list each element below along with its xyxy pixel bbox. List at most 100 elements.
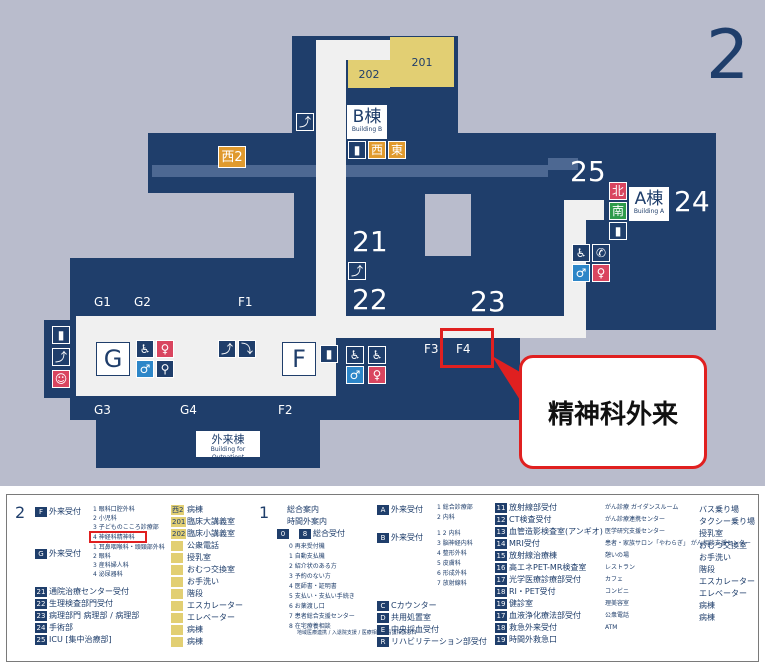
- escalator-west-icon: ⤴: [52, 348, 70, 366]
- mens-restroom-icon: ♂: [572, 264, 590, 282]
- building-a-label: A棟 Building A: [628, 186, 670, 222]
- ward-west-sign: 西: [368, 141, 386, 159]
- legend-col3-sub-text-0: 0 再来受付機: [289, 543, 325, 550]
- legend-25-badge: 25: [35, 635, 47, 645]
- legend-floor-1: 1: [259, 503, 270, 522]
- legend-col4-c_items-text-2: 中央採血受付: [391, 625, 439, 634]
- ward-east-sign: 東: [388, 141, 406, 159]
- outpatient-building-label: 外来棟 Building for Outpatient: [195, 430, 261, 461]
- legend-range-end: 8: [299, 529, 311, 539]
- legend-col2-badge-6: [171, 577, 183, 587]
- legend-col2-badge-9: [171, 613, 183, 623]
- legend-col3-sub-text-5: 5 支払い・支払い手続き: [289, 593, 355, 600]
- legend-a-item-1: 1 総合診療部: [437, 504, 473, 511]
- legend-col5-text-3: MRI受付: [509, 539, 540, 548]
- legend-g-item-3: 3 産科婦人科: [93, 562, 129, 569]
- g4-label: G4: [180, 403, 197, 417]
- legend-col5-text-5: 高エネPET-MR検査室: [509, 563, 587, 572]
- area-24-label: 24: [674, 185, 710, 218]
- elevator-a-icon: ▮: [609, 222, 627, 240]
- area-22-label: 22: [352, 283, 388, 316]
- legend-col6-text-9: 公衆電話: [605, 612, 630, 619]
- legend-col2-text-6: お手洗い: [187, 577, 219, 586]
- legend-col4-c_items-text-1: 共用処置室: [391, 613, 431, 622]
- legend-col3-sub-text-2: 2 紹介状のある方: [289, 563, 337, 570]
- legend-col7-text-6: エスカレーター: [699, 577, 755, 586]
- escalator-icon: ⤴: [296, 113, 314, 131]
- legend-23-badge: 23: [35, 611, 47, 621]
- legend-floor-2: 2: [15, 503, 26, 522]
- area-21-label: 21: [352, 225, 388, 258]
- legend-24-badge: 24: [35, 623, 47, 633]
- floor-number: 2: [706, 16, 750, 95]
- legend-col5-badge-3: 14: [495, 539, 507, 549]
- legend-col2-text-7: 階段: [187, 589, 203, 598]
- legend-col4-b_items-text-0: 1 2 内科: [437, 530, 461, 537]
- legend-col4-b_items-text-2: 4 整形外科: [437, 550, 467, 557]
- legend-col7-text-5: 階段: [699, 565, 715, 574]
- legend-col6-text-7: コンビニ: [605, 588, 630, 595]
- legend-col6-text-1: がん診療連携センター: [605, 516, 666, 523]
- room-201: 201: [390, 37, 454, 87]
- legend-col2-text-5: おむつ交換室: [187, 565, 235, 574]
- legend-range-start: 0: [277, 529, 289, 539]
- nursing-room-icon: ☺: [52, 370, 70, 388]
- legend-col4-c_items-badge-3: R: [377, 637, 389, 647]
- elevator-west-icon: ▮: [52, 326, 70, 344]
- legend-col2-badge-11: [171, 637, 183, 647]
- legend-21-badge: 21: [35, 587, 47, 597]
- accessible-f2-icon: ♿: [368, 346, 386, 364]
- legend-col5-text-4: 放射線治療棟: [509, 551, 557, 560]
- legend-g-item-4: 4 泌尿器科: [93, 571, 123, 578]
- legend-col2-text-10: 病棟: [187, 625, 203, 634]
- accessible-f-icon: ♿: [346, 346, 364, 364]
- connector-west: [152, 165, 548, 177]
- legend-col6-text-0: がん診療 ガイダンスルーム: [605, 504, 679, 511]
- building-f-label: F: [282, 342, 316, 376]
- legend-col5-badge-1: 12: [495, 515, 507, 525]
- legend-col3-sub-text-4: 4 医師書・証明書: [289, 583, 337, 590]
- phone-icon: ✆: [592, 244, 610, 262]
- floor-map: 2 201 202 西2 B棟 Building B ▮ 西 東 ⤴ A棟 Bu…: [0, 0, 765, 486]
- legend-col2-badge-2: 202: [171, 529, 187, 539]
- f2-label: F2: [278, 403, 293, 417]
- building-g-label: G: [96, 342, 130, 376]
- g3-label: G3: [94, 403, 111, 417]
- legend-f-reception: 外来受付: [49, 507, 81, 516]
- ward-north-sign: 北: [609, 182, 627, 200]
- legend-col2-badge-4: [171, 553, 183, 563]
- legend-col2-text-8: エスカレーター: [187, 601, 243, 610]
- legend-col3-sub-text-7: 7 患者総合支援センター: [289, 613, 355, 620]
- corridor-east-top: [564, 200, 604, 220]
- legend-f-item-3: 3 子どものこころ診療部: [93, 524, 159, 531]
- legend-info: 総合案内: [287, 505, 319, 514]
- legend-col6-text-3: 患者・家族サロン「やわらぎ」 がん相談支援センター: [605, 540, 751, 547]
- legend-f-item-1: 1 眼科口腔外科: [93, 506, 135, 513]
- legend-col7-text-9: 病棟: [699, 613, 715, 622]
- legend-col6-text-6: カフェ: [605, 576, 624, 583]
- legend-col2-badge-7: [171, 589, 183, 599]
- womens-g-icon: ♀: [156, 340, 174, 358]
- legend-col5-text-8: 健診室: [509, 599, 533, 608]
- legend-col2-text-0: 病棟: [187, 505, 203, 514]
- area-25-label: 25: [570, 155, 606, 188]
- legend-col4-c_items-text-3: リハビリテーション部受付: [391, 637, 487, 646]
- psychiatry-callout: 精神科外来: [519, 355, 707, 469]
- legend-col4-b_items-text-5: 7 放射線科: [437, 580, 467, 587]
- legend-col5-badge-5: 16: [495, 563, 507, 573]
- legend-23-text: 病理部門 病理部 / 病理部: [49, 611, 140, 620]
- ward-west2-badge: 西2: [218, 146, 246, 168]
- legend-22-badge: 22: [35, 599, 47, 609]
- legend-col5-text-10: 救急外来受付: [509, 623, 557, 632]
- legend-col7-text-1: タクシー乗り場: [699, 517, 755, 526]
- legend-col4-c_items-text-0: Cカウンター: [391, 601, 437, 610]
- legend-g-badge: G: [35, 549, 47, 559]
- g2-label: G2: [134, 295, 151, 309]
- legend-col5-badge-2: 13: [495, 527, 507, 537]
- legend-col5-badge-7: 18: [495, 587, 507, 597]
- legend-b-badge: B: [377, 533, 389, 543]
- legend-col2-text-4: 授乳室: [187, 553, 211, 562]
- legend-panel: 2 F 外来受付 1 眼科口腔外科 2 小児科 3 子どものこころ診療部 4 神…: [6, 494, 759, 662]
- f4-label: F4: [456, 342, 471, 356]
- psychiatry-highlight-box: [440, 328, 494, 368]
